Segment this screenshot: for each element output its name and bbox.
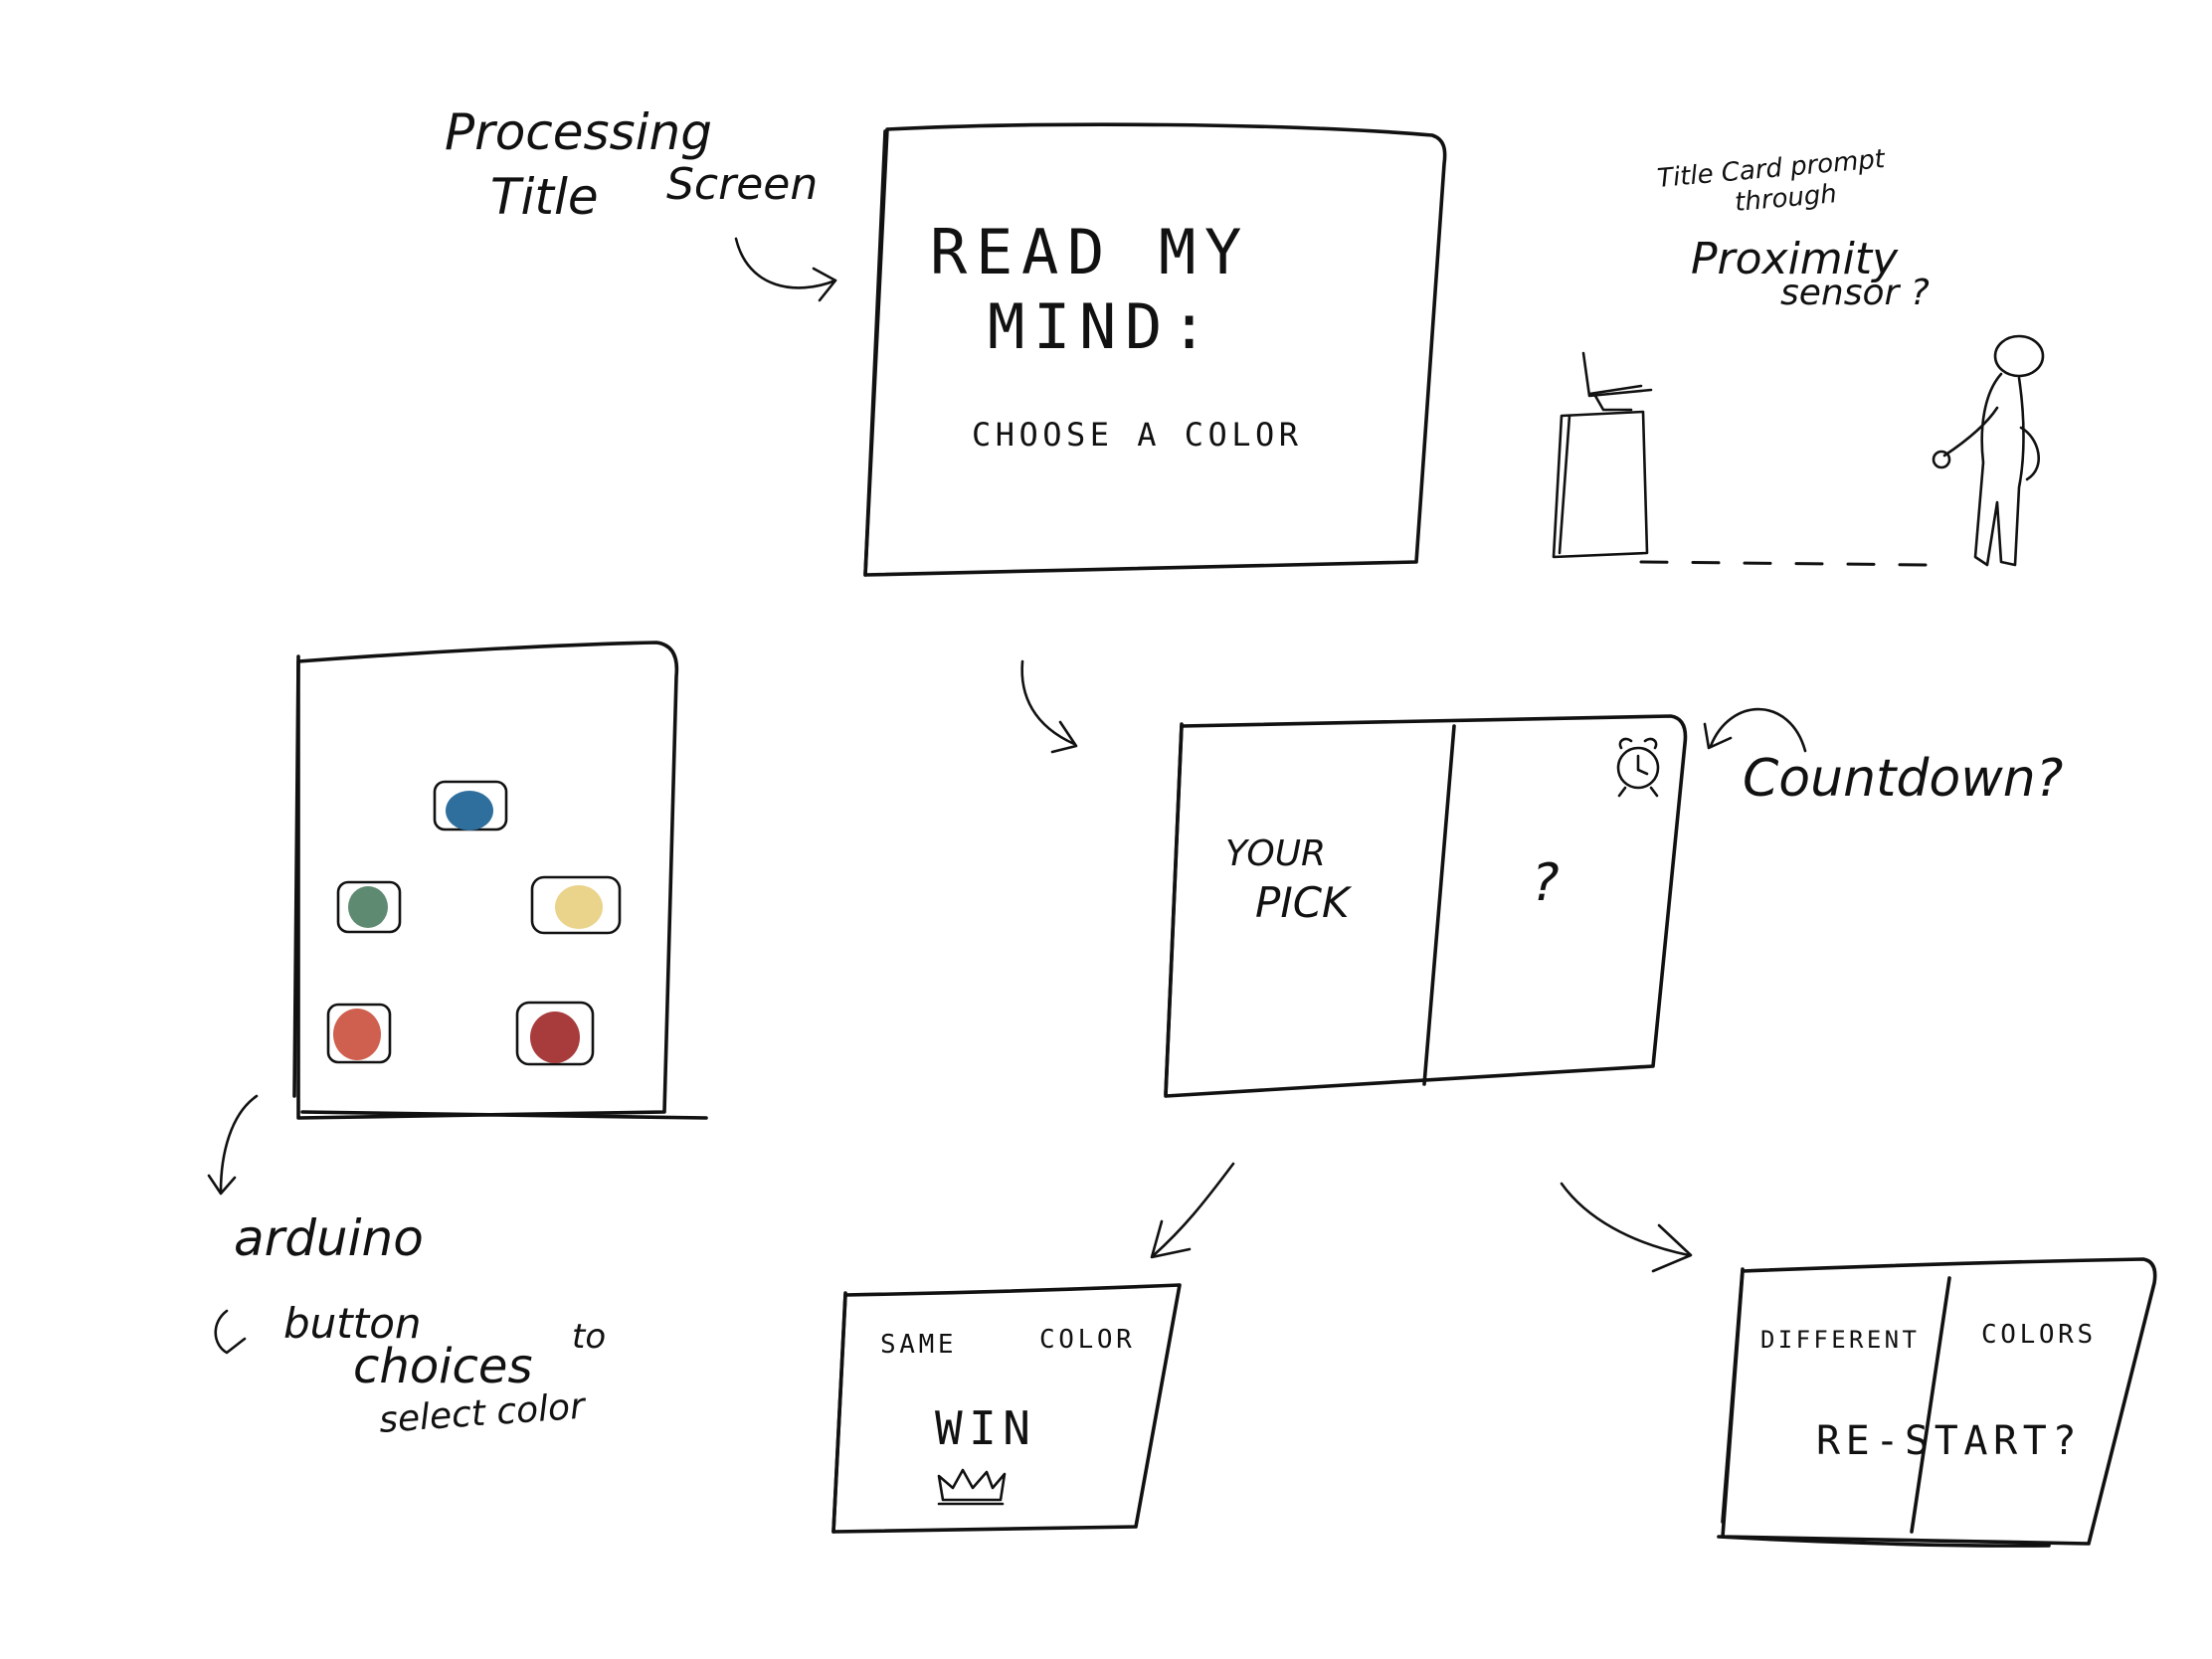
green-button[interactable] [348, 886, 388, 928]
proximity-sensor-note: Title Card prompt through Proximity sens… [1656, 144, 1930, 313]
dark-red-button[interactable] [530, 1012, 580, 1063]
button-slot-bottom-left [326, 1003, 392, 1064]
arrowhead-title-to-pick [1050, 720, 1078, 754]
win-screen-same-label: SAME [880, 1330, 957, 1360]
restart-screen-result: RE-START? [1816, 1418, 2082, 1464]
countdown-note: Countdown? [1703, 707, 2063, 809]
processing-note-line2: Title [490, 168, 599, 226]
button-slot-mid-left [336, 880, 402, 934]
arrowhead-arduino-note [207, 1174, 237, 1196]
button-slot-bottom-right [515, 1001, 595, 1066]
proximity-note-line3: Proximity [1691, 234, 1899, 284]
button-note-line2: choices [353, 1339, 532, 1394]
countdown-label: Countdown? [1743, 749, 2063, 809]
title-screen-frame: READ MY MIND: CHOOSE A COLOR [863, 122, 1447, 577]
button-slot-mid-right [530, 875, 622, 935]
arrowhead-pick-to-lose [1651, 1223, 1693, 1273]
sub-arrow-icon [214, 1309, 247, 1355]
arrowhead-title-screen [812, 267, 837, 302]
arduino-controller [292, 641, 708, 1120]
arduino-label: arduino [234, 1209, 424, 1267]
button-note-line1: button [283, 1299, 422, 1348]
processing-note-line1: Processing [445, 103, 712, 161]
restart-screen-different-label: DIFFERENT [1760, 1326, 1920, 1354]
win-screen-frame: SAME COLOR WIN [831, 1283, 1182, 1534]
processing-note-line3: Screen [666, 159, 818, 210]
arrow-to-countdown [1709, 707, 1807, 753]
title-screen-heading-line1: READ MY [930, 216, 1250, 288]
alarm-clock-icon [1616, 737, 1660, 798]
arrow-pick-to-win [1152, 1162, 1235, 1257]
pick-screen-pick-label: PICK [1255, 878, 1353, 927]
arrowhead-countdown [1703, 722, 1733, 750]
arrow-title-to-pick [1020, 659, 1076, 746]
arrow-to-title-screen [734, 237, 837, 289]
crown-icon [937, 1468, 1007, 1506]
win-screen-color-label: COLOR [1039, 1325, 1135, 1355]
proximity-note-line4: sensor ? [1780, 273, 1930, 313]
arrowhead-pick-to-win [1150, 1219, 1192, 1259]
processing-title-screen-note: Processing Title Screen [445, 103, 837, 302]
arrow-pick-to-lose [1560, 1182, 1691, 1257]
pick-screen-your-label: YOUR [1225, 833, 1326, 874]
title-screen-heading-line2: MIND: [988, 290, 1216, 363]
restart-screen-frame: DIFFERENT COLORS RE-START? [1717, 1257, 2157, 1548]
title-screen-subtitle: CHOOSE A COLOR [972, 416, 1302, 454]
arduino-note: arduino button choices to select color [207, 1094, 606, 1441]
win-screen-result: WIN [935, 1401, 1036, 1455]
yellow-button[interactable] [555, 885, 603, 929]
arrow-to-arduino-note [219, 1094, 259, 1194]
kiosk-illustration [1552, 351, 1932, 567]
orange-red-button[interactable] [333, 1009, 381, 1060]
person-illustration [1932, 334, 2045, 567]
blue-button[interactable] [446, 791, 493, 830]
restart-screen-colors-label: COLORS [1981, 1320, 2097, 1350]
button-note-line3: to [572, 1317, 606, 1357]
pick-screen-unknown-mark: ? [1532, 853, 1560, 913]
pick-screen-frame: YOUR PICK ? [1164, 714, 1688, 1098]
